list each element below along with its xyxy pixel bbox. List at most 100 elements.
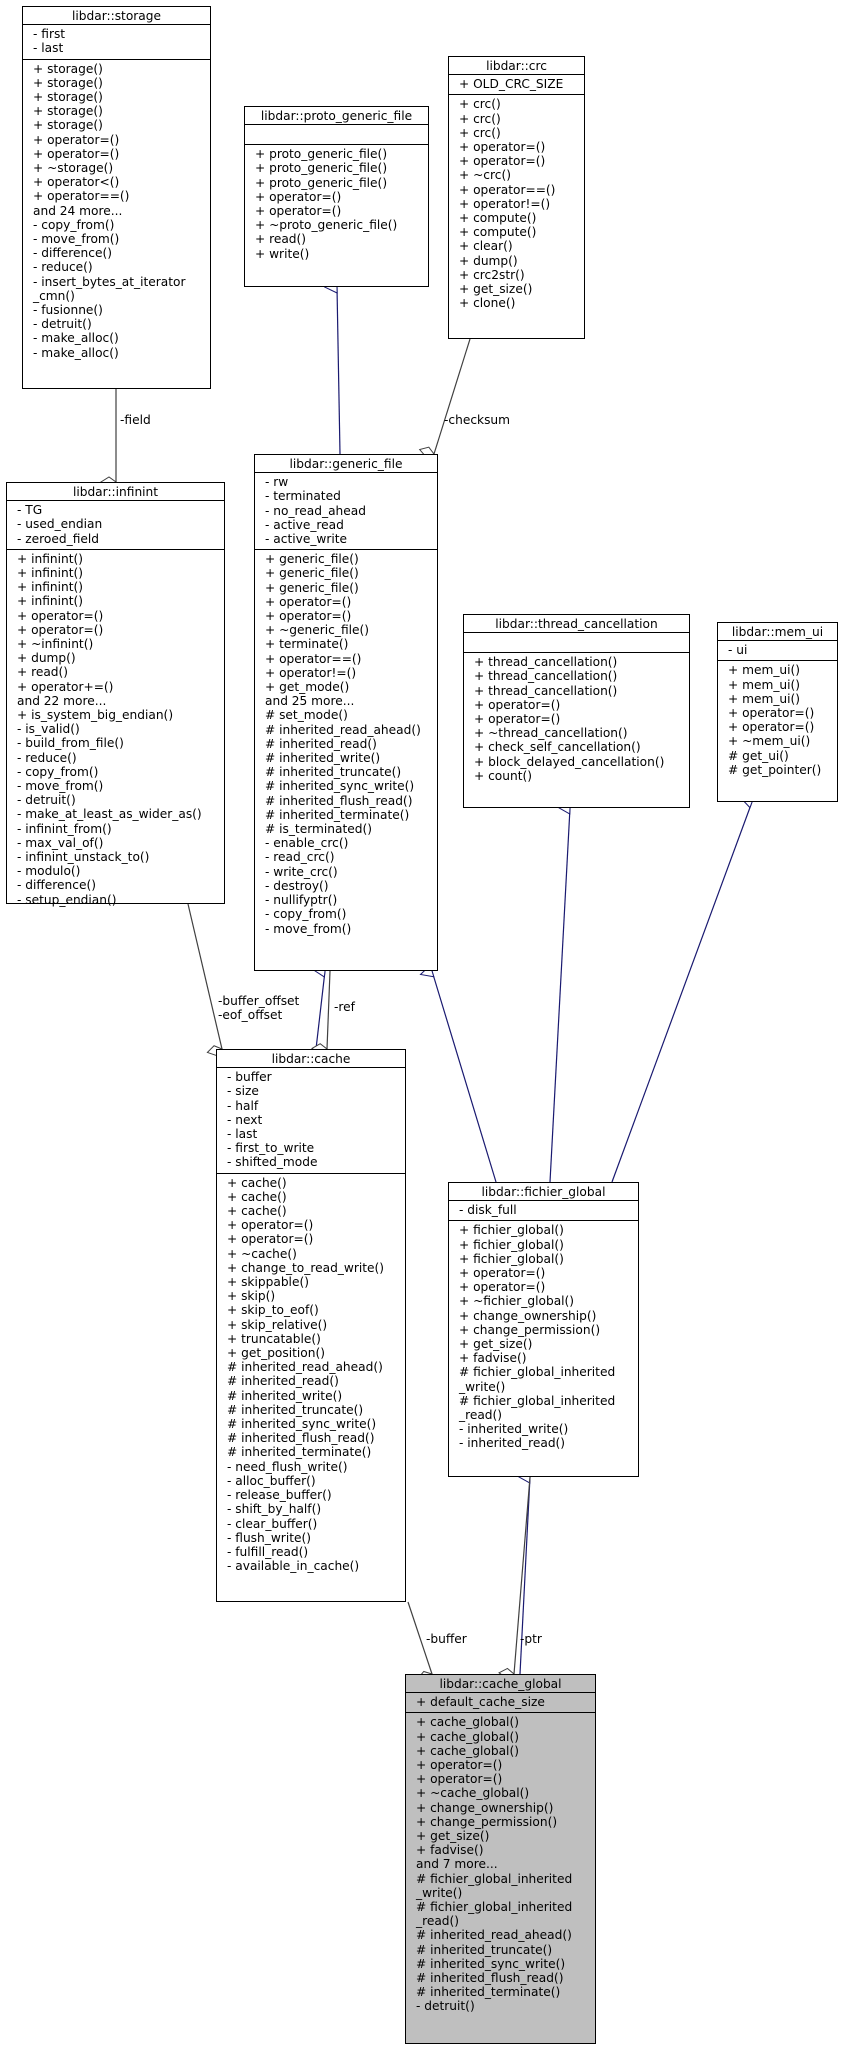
method-member[interactable]: + proto_generic_file() [255, 161, 388, 176]
method-member[interactable]: + fichier_global() [459, 1223, 564, 1238]
method-member[interactable]: + operator=() [459, 1280, 546, 1295]
method-member[interactable]: + fichier_global() [459, 1237, 564, 1252]
method-member[interactable]: + crc() [459, 125, 501, 140]
method-member[interactable]: + mem_ui() [728, 691, 801, 706]
method-member[interactable]: - clear_buffer() [227, 1516, 318, 1531]
method-member[interactable]: + crc2str() [459, 267, 525, 282]
method-member[interactable]: + check_self_cancellation() [474, 740, 641, 755]
method-member[interactable]: + infinint() [17, 566, 83, 581]
attribute-member[interactable]: - last [227, 1127, 258, 1142]
method-member[interactable]: + ~infinint() [17, 637, 94, 652]
method-member[interactable]: - make_alloc() [33, 331, 119, 346]
method-member[interactable]: - need_flush_write() [227, 1459, 348, 1474]
class-title[interactable]: libdar::generic_file [255, 455, 437, 474]
method-member[interactable]: + dump() [459, 253, 518, 268]
method-member[interactable]: + operator=() [227, 1218, 314, 1233]
method-member[interactable]: # get_pointer() [728, 762, 822, 777]
method-member[interactable]: + operator=() [33, 132, 120, 147]
class-title[interactable]: libdar::fichier_global [449, 1183, 638, 1202]
attribute-member[interactable]: - shifted_mode [227, 1155, 318, 1170]
method-member[interactable]: - move_from() [33, 232, 120, 247]
method-member[interactable]: # fichier_global_inherited _write() [459, 1365, 616, 1394]
class-title[interactable]: libdar::mem_ui [718, 623, 837, 642]
method-member[interactable]: + change_to_read_write() [227, 1260, 385, 1275]
method-member[interactable]: and 25 more... [265, 694, 355, 709]
method-member[interactable]: - nullifyptr() [265, 893, 338, 908]
method-member[interactable]: - move_from() [265, 921, 352, 936]
method-member[interactable]: + fadvise() [416, 1843, 484, 1858]
class-proto-generic-file[interactable]: libdar::proto_generic_file + proto_gener… [244, 106, 429, 287]
method-member[interactable]: # set_mode() [265, 708, 348, 723]
method-member[interactable]: + ~storage() [33, 161, 114, 176]
method-member[interactable]: # is_terminated() [265, 822, 372, 837]
attribute-member[interactable]: - zeroed_field [17, 531, 99, 546]
method-member[interactable]: # inherited_sync_write() [416, 1956, 566, 1971]
method-member[interactable]: + cache_global() [416, 1729, 519, 1744]
method-member[interactable]: - fulfill_read() [227, 1544, 309, 1559]
method-member[interactable]: - destroy() [265, 878, 329, 893]
method-member[interactable]: + operator=() [17, 622, 104, 637]
method-member[interactable]: - is_valid() [17, 722, 80, 737]
method-member[interactable]: + read() [255, 232, 307, 247]
method-member[interactable]: # fichier_global_inherited _write() [416, 1871, 573, 1900]
method-member[interactable]: # inherited_sync_write() [265, 779, 415, 794]
method-member[interactable]: - shift_by_half() [227, 1502, 322, 1517]
class-storage[interactable]: libdar::storage - first- last + storage(… [22, 6, 211, 389]
method-member[interactable]: + dump() [17, 651, 76, 666]
method-member[interactable]: + read() [17, 665, 69, 680]
method-member[interactable]: # fichier_global_inherited _read() [416, 1900, 573, 1929]
method-member[interactable]: - read_crc() [265, 850, 335, 865]
class-title[interactable]: libdar::crc [449, 57, 584, 76]
method-member[interactable]: + operator!=() [265, 665, 357, 680]
attribute-member[interactable]: - used_endian [17, 517, 103, 532]
method-member[interactable]: and 7 more... [416, 1857, 498, 1872]
method-member[interactable]: + proto_generic_file() [255, 175, 388, 190]
attribute-member[interactable]: - no_read_ahead [265, 503, 366, 518]
method-member[interactable]: + operator=() [265, 594, 352, 609]
class-thread-cancellation[interactable]: libdar::thread_cancellation + thread_can… [463, 614, 690, 808]
class-title[interactable]: libdar::proto_generic_file [245, 107, 428, 126]
attribute-member[interactable]: - first_to_write [227, 1141, 315, 1156]
method-member[interactable]: + operator=() [474, 712, 561, 727]
method-member[interactable]: + storage() [33, 61, 103, 76]
method-member[interactable]: - reduce() [33, 260, 93, 275]
method-member[interactable]: # inherited_read_ahead() [227, 1360, 383, 1375]
method-member[interactable]: + crc() [459, 111, 501, 126]
method-member[interactable]: - infinint_from() [17, 821, 112, 836]
method-member[interactable]: + operator=() [459, 1266, 546, 1281]
method-member[interactable]: # inherited_read() [227, 1374, 339, 1389]
method-member[interactable]: + ~mem_ui() [728, 734, 811, 749]
method-member[interactable]: - make_alloc() [33, 345, 119, 360]
method-member[interactable]: # inherited_read() [265, 736, 377, 751]
method-member[interactable]: + compute() [459, 211, 537, 226]
method-member[interactable]: + is_system_big_endian() [17, 708, 174, 723]
method-member[interactable]: + infinint() [17, 580, 83, 595]
method-member[interactable]: + thread_cancellation() [474, 683, 618, 698]
method-member[interactable]: + terminate() [265, 637, 349, 652]
method-member[interactable]: + mem_ui() [728, 677, 801, 692]
method-member[interactable]: + operator==() [265, 651, 362, 666]
method-member[interactable]: # inherited_truncate() [227, 1402, 364, 1417]
method-member[interactable]: # inherited_flush_read() [265, 793, 413, 808]
method-member[interactable]: + fichier_global() [459, 1251, 564, 1266]
method-member[interactable]: + storage() [33, 75, 103, 90]
method-member[interactable]: - make_at_least_as_wider_as() [17, 807, 202, 822]
method-member[interactable]: + operator=() [227, 1232, 314, 1247]
method-member[interactable]: # inherited_terminate() [265, 807, 410, 822]
class-crc[interactable]: libdar::crc + OLD_CRC_SIZE + crc()+ crc(… [448, 56, 585, 339]
attribute-member[interactable]: - terminated [265, 489, 341, 504]
class-title[interactable]: libdar::storage [23, 7, 210, 26]
method-member[interactable]: + cache() [227, 1175, 287, 1190]
method-member[interactable]: + operator<() [33, 175, 120, 190]
attribute-member[interactable]: + default_cache_size [416, 1695, 545, 1710]
method-member[interactable]: + fadvise() [459, 1351, 527, 1366]
method-member[interactable]: + ~cache_global() [416, 1786, 530, 1801]
method-member[interactable]: + skip_to_eof() [227, 1303, 319, 1318]
method-member[interactable]: + operator=() [416, 1772, 503, 1787]
method-member[interactable]: - difference() [17, 878, 96, 893]
class-cache-global[interactable]: libdar::cache_global + default_cache_siz… [405, 1674, 596, 2044]
method-member[interactable]: + operator=() [728, 720, 815, 735]
attribute-member[interactable]: - half [227, 1098, 259, 1113]
attribute-member[interactable]: - disk_full [459, 1203, 517, 1218]
method-member[interactable]: - release_buffer() [227, 1488, 332, 1503]
